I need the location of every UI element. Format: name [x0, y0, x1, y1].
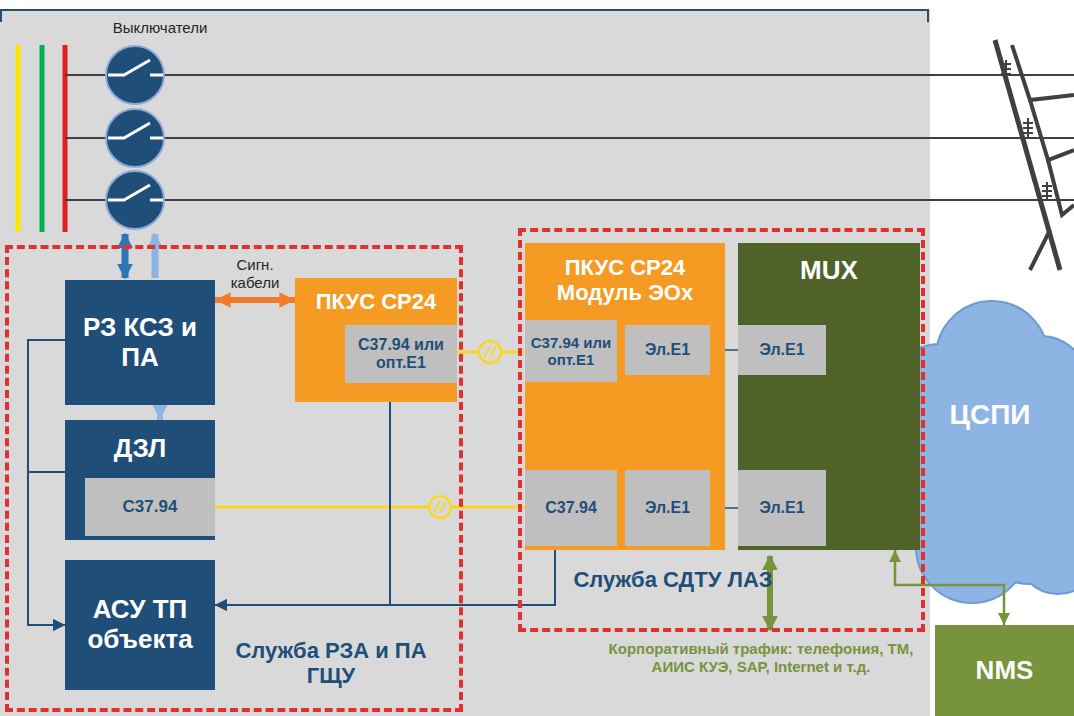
port-box: Эл.Е1 [738, 325, 826, 375]
box-label: ПКУС СР24 [316, 289, 437, 314]
box-label: Эл.Е1 [759, 499, 804, 517]
service-region: Служба СДТУ ЛАЗ ПКУС СР24Модуль ЭОхС37.94… [518, 228, 925, 632]
service-region: Служба РЗА и ПА ГЩУ РЗ КСЗ и ПА ДЗЛ С37.94А… [5, 245, 463, 712]
e1-link [710, 507, 738, 509]
box-label: NMS [976, 656, 1034, 686]
data-link [215, 550, 555, 605]
substation-ground [0, 10, 930, 716]
optical-link [457, 351, 525, 354]
control-arrow [122, 234, 129, 278]
device-box: ПКУС СР24С37.94 или опт.Е1 [295, 278, 457, 402]
box-label: Эл.Е1 [645, 341, 690, 359]
region-label: Служба СДТУ ЛАЗ [573, 567, 772, 592]
port-box: С37.94 [85, 478, 215, 536]
port-box: С37.94 или опт.Е1 [525, 320, 617, 382]
port-box: Эл.Е1 [625, 470, 710, 546]
optical-converter-symbol [429, 496, 451, 518]
box-label: С37.94 [123, 497, 178, 517]
box-label: Эл.Е1 [645, 499, 690, 517]
edge-label: Сигн. кабели [220, 256, 290, 292]
box-label: Эл.Е1 [759, 341, 804, 359]
mux-box: MUXЭл.Е1Эл.Е1 [738, 243, 920, 550]
breaker-caption: Выключатели [90, 19, 230, 37]
busbars [18, 45, 65, 232]
power-tower [995, 40, 1074, 270]
box-label: Модуль ЭОх [557, 280, 693, 305]
box-label: MUX [800, 256, 858, 286]
management-link [895, 550, 1004, 625]
optical-link [215, 506, 525, 509]
port-box: Эл.Е1 [625, 325, 710, 375]
box-label: РЗ КСЗ и ПА [69, 313, 211, 373]
port-box: С37.94 [525, 470, 617, 546]
optical-converter-symbol [479, 341, 501, 363]
box-label: ПКУС СР24 [565, 255, 686, 280]
box-label: С37.94 или опт.Е1 [529, 334, 613, 369]
region-label: Служба РЗА и ПА ГЩУ [209, 638, 453, 689]
data-link [215, 402, 390, 605]
status-arrow [157, 405, 163, 420]
box-label: С37.94 или опт.Е1 [349, 336, 453, 373]
traffic-note: Корпоративный трафик: телефония, ТМ, АИИ… [600, 640, 922, 676]
traffic-arrow [767, 556, 773, 630]
signal-cable [215, 297, 295, 303]
status-arrow [152, 234, 159, 278]
box-label: АСУ ТП объекта [69, 595, 211, 655]
circuit-breakers [106, 46, 164, 229]
scada-box: АСУ ТП объекта [65, 560, 215, 690]
protection-box: РЗ КСЗ и ПА [65, 280, 215, 405]
box-label: ЦСПИ [950, 399, 1031, 431]
port-box: С37.94 или опт.Е1 [345, 325, 457, 383]
e1-link [710, 349, 738, 351]
box-label: ДЗЛ [114, 434, 167, 464]
port-box: Эл.Е1 [738, 470, 826, 546]
data-link [28, 472, 65, 625]
box-label: С37.94 [545, 499, 597, 517]
protection-box: ДЗЛ С37.94 [65, 420, 215, 540]
device-box: ПКУС СР24Модуль ЭОхС37.94 или опт.Е1Эл.Е… [525, 243, 725, 550]
data-link [28, 340, 65, 625]
phase-lines [65, 75, 1074, 200]
nms-box: NMS [935, 625, 1074, 716]
